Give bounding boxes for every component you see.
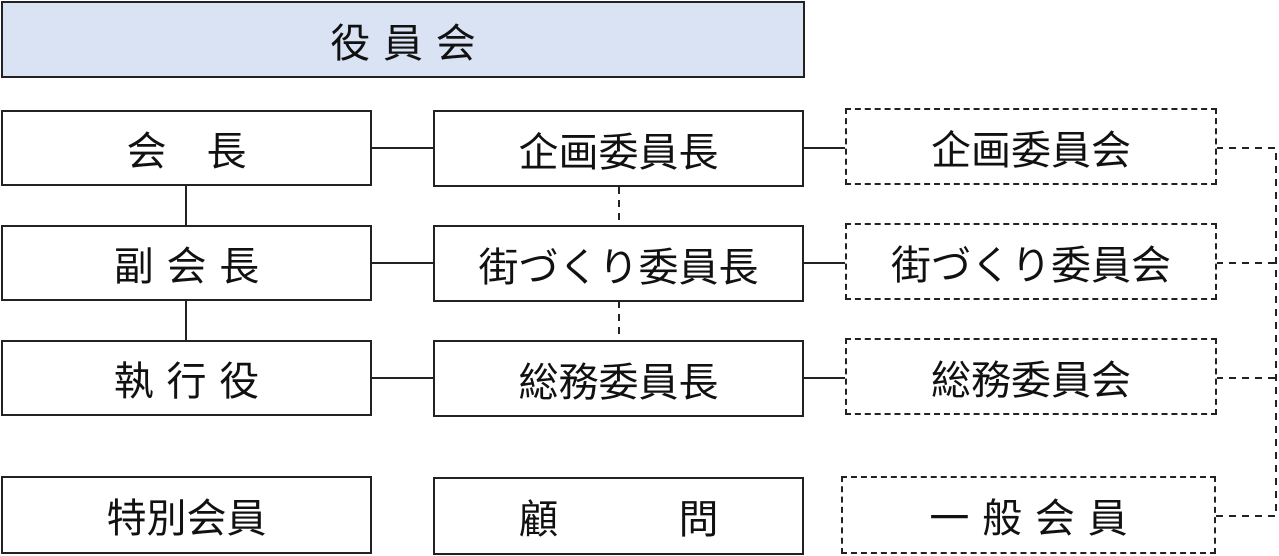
box-general-members: 一 般 会 員 (841, 476, 1216, 554)
box-planning-committee-label: 企画委員会 (931, 127, 1131, 174)
box-vice-chairman-label: 副 会 長 (113, 244, 260, 290)
box-special-member: 特別会員 (1, 476, 372, 554)
box-general-affairs-head-label: 総務委員長 (518, 359, 719, 406)
box-advisor-label: 顧 問 (518, 497, 719, 543)
box-special-member-label: 特別会員 (106, 496, 267, 542)
box-general-affairs-head: 総務委員長 (433, 340, 804, 417)
box-general-affairs-committee-label: 総務委員会 (931, 357, 1131, 404)
box-general-affairs-committee: 総務委員会 (845, 338, 1217, 415)
box-planning-head-label: 企画委員長 (518, 129, 719, 176)
box-town-head-label: 街づくり委員長 (478, 244, 759, 291)
box-general-members-label: 一 般 会 員 (929, 496, 1128, 542)
box-chairman: 会 長 (1, 110, 372, 186)
box-town-head: 街づくり委員長 (433, 225, 804, 302)
box-planning-head: 企画委員長 (433, 110, 804, 187)
box-executive: 執 行 役 (1, 340, 372, 416)
box-town-committee: 街づくり委員会 (845, 223, 1217, 300)
box-planning-committee: 企画委員会 (845, 108, 1217, 185)
box-executive-label: 執 行 役 (113, 359, 260, 405)
board-header-title: 役 員 会 (330, 20, 476, 67)
box-chairman-label: 会 長 (126, 129, 247, 175)
box-town-committee-label: 街づくり委員会 (891, 242, 1171, 289)
box-advisor: 顧 問 (433, 477, 804, 555)
box-vice-chairman: 副 会 長 (1, 225, 372, 301)
board-header: 役 員 会 (1, 1, 805, 78)
dashed-bracket-committees-members (1216, 147, 1277, 517)
